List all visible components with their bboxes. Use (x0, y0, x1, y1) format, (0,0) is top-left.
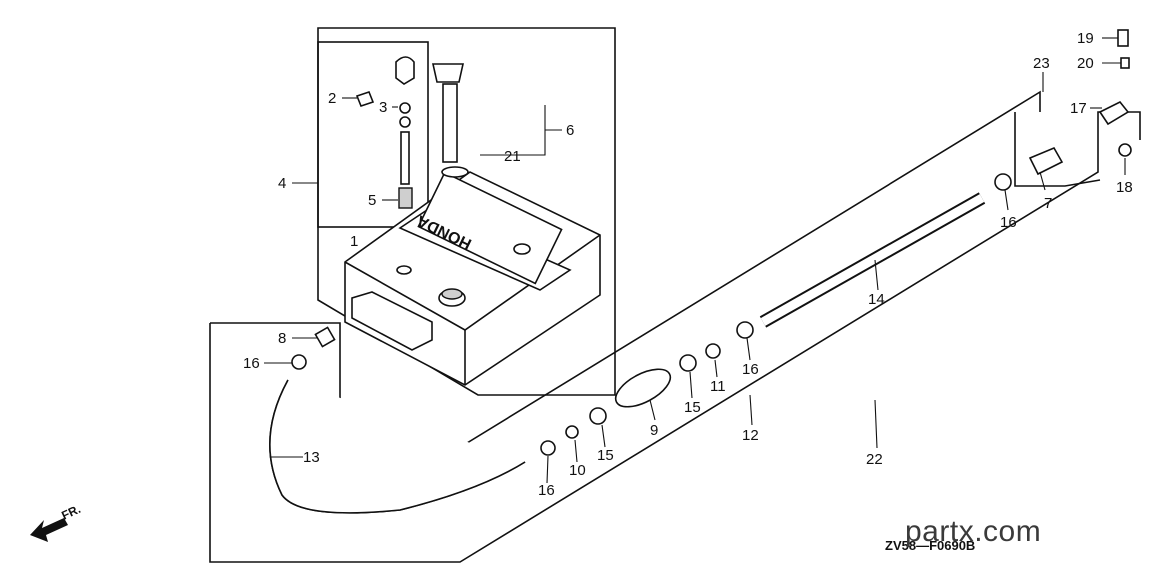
front-direction-label: FR. (59, 502, 82, 523)
callout-labels: 1 2 3 4 5 6 21 8 16 13 16 10 15 9 15 11 … (243, 30, 1133, 499)
callout-16-right: 16 (1000, 214, 1017, 231)
callout-8: 8 (278, 330, 286, 347)
callout-20: 20 (1077, 55, 1094, 72)
callout-18: 18 (1116, 179, 1133, 196)
front-arrow-icon: FR. (30, 502, 83, 542)
callout-15-right: 15 (684, 399, 701, 416)
hose-parts (269, 29, 1132, 514)
callout-6: 6 (566, 122, 574, 139)
frame-outer-assembly (209, 111, 1141, 563)
callout-19: 19 (1077, 30, 1094, 47)
callout-7: 7 (1044, 195, 1052, 212)
leader-lines (264, 37, 1126, 484)
primer-bulb (614, 368, 672, 408)
callout-4: 4 (278, 175, 286, 192)
callout-13: 13 (303, 449, 320, 466)
callout-12: 12 (742, 427, 759, 444)
callout-16-mid: 16 (742, 361, 759, 378)
callout-5: 5 (368, 192, 376, 209)
callout-9: 9 (650, 422, 658, 439)
callout-23: 23 (1033, 55, 1050, 72)
frame-gauge-subassembly (317, 41, 429, 228)
callout-17: 17 (1070, 100, 1087, 117)
callout-3: 3 (379, 99, 387, 116)
gauge-parts (355, 56, 469, 209)
callout-14: 14 (868, 291, 885, 308)
callout-10: 10 (569, 462, 586, 479)
callout-16-left: 16 (243, 355, 260, 372)
watermark-text: partx.com (905, 515, 1042, 548)
callout-15-left: 15 (597, 447, 614, 464)
callout-2: 2 (328, 90, 336, 107)
callout-11: 11 (710, 378, 726, 395)
callout-1: 1 (350, 233, 358, 250)
callout-22: 22 (866, 451, 883, 468)
frame-connector (1014, 112, 1101, 187)
diagram-code: ZV58—F0690B (885, 538, 975, 553)
callout-16-bottom: 16 (538, 482, 555, 499)
callout-21: 21 (504, 148, 521, 165)
fuel-tank: HONDA (344, 171, 601, 386)
